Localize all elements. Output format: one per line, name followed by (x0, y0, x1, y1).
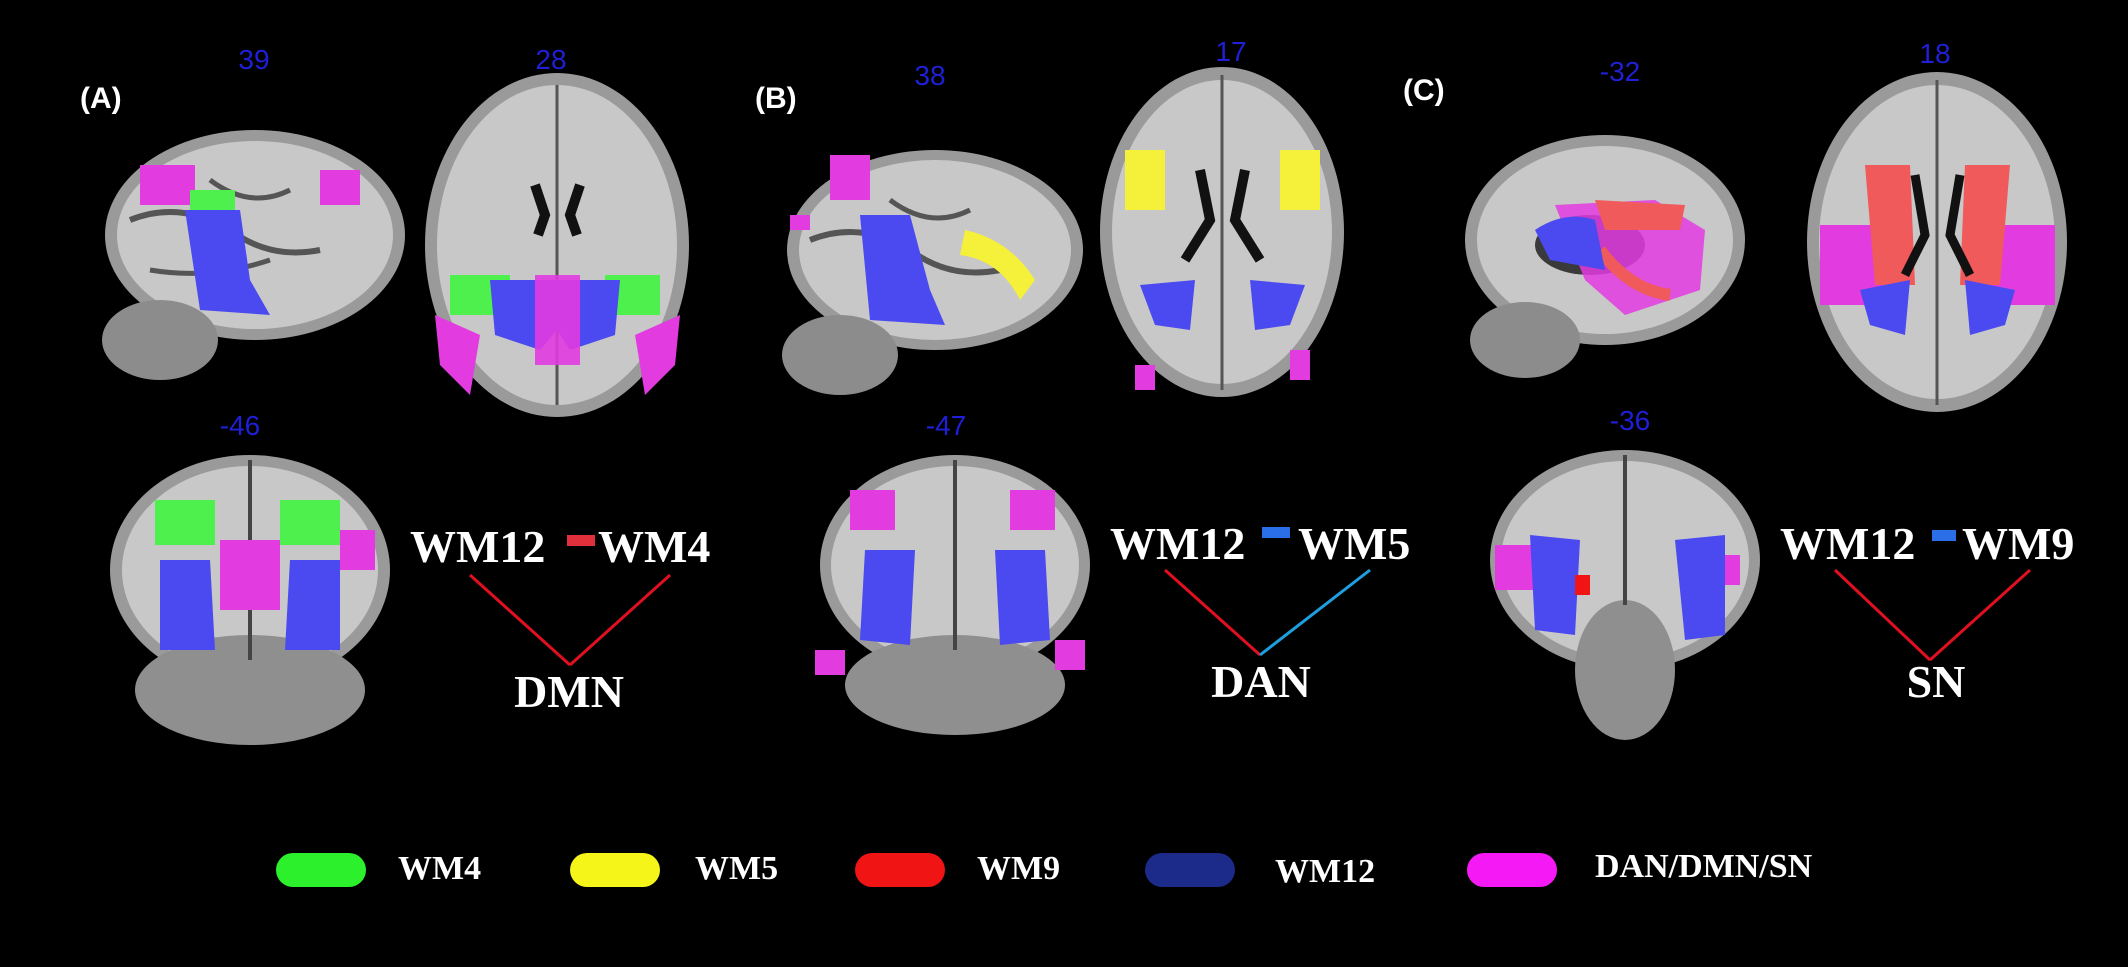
coronal-brain-slice (1490, 450, 1760, 740)
slice-number: -32 (1599, 56, 1641, 87)
slice-number: 39 (238, 44, 270, 75)
network-label: DMN (514, 666, 624, 717)
sagittal-brain-slice (1465, 135, 1745, 378)
panel-label: (B) (755, 82, 797, 115)
slice-number: 17 (1215, 36, 1247, 67)
coronal-brain-slice (815, 455, 1090, 735)
slice-number: 28 (535, 44, 567, 75)
legend-swatch-wm12 (1145, 853, 1235, 887)
network-link-lines (468, 573, 672, 667)
panel-label: (A) (80, 82, 122, 115)
legend-swatch-wm9 (855, 853, 945, 887)
network-link-lines (1163, 568, 1371, 657)
connection-edge (1262, 527, 1290, 538)
network-link-lines (1833, 568, 2032, 662)
axial-brain-slice (1807, 72, 2067, 412)
sagittal-brain-slice (102, 130, 405, 380)
legend-swatch-wm5 (570, 853, 660, 887)
legend-label-wm12: WM12 (1275, 853, 1376, 890)
legend-swatch-wm4 (276, 853, 366, 887)
connection-left-label: WM12 (1110, 518, 1246, 569)
slice-number: -47 (925, 410, 967, 441)
legend-label-wm5: WM5 (695, 850, 779, 887)
axial-brain-slice (425, 73, 689, 417)
legend-label-wm4: WM4 (398, 850, 482, 887)
network-label: SN (1906, 656, 1966, 707)
slice-number: 38 (914, 60, 946, 91)
connection-edge (567, 535, 595, 546)
axial-brain-slice (1100, 67, 1344, 397)
sagittal-brain-slice (782, 150, 1083, 395)
network-label: DAN (1211, 656, 1311, 707)
slice-number: -36 (1609, 405, 1651, 436)
legend-label-network: DAN/DMN/SN (1595, 848, 1813, 885)
legend-swatch-network (1467, 853, 1557, 887)
connection-edge (1932, 530, 1956, 541)
connection-right-label: WM9 (1962, 518, 2075, 569)
coronal-brain-slice (110, 455, 390, 745)
connection-left-label: WM12 (1780, 518, 1916, 569)
connection-left-label: WM12 (410, 521, 546, 572)
panel-label: (C) (1403, 74, 1445, 107)
slice-number: 18 (1919, 38, 1951, 69)
legend-label-wm9: WM9 (977, 850, 1061, 887)
slice-number: -46 (219, 410, 261, 441)
connection-right-label: WM5 (1298, 518, 1411, 569)
connection-right-label: WM4 (598, 521, 711, 572)
